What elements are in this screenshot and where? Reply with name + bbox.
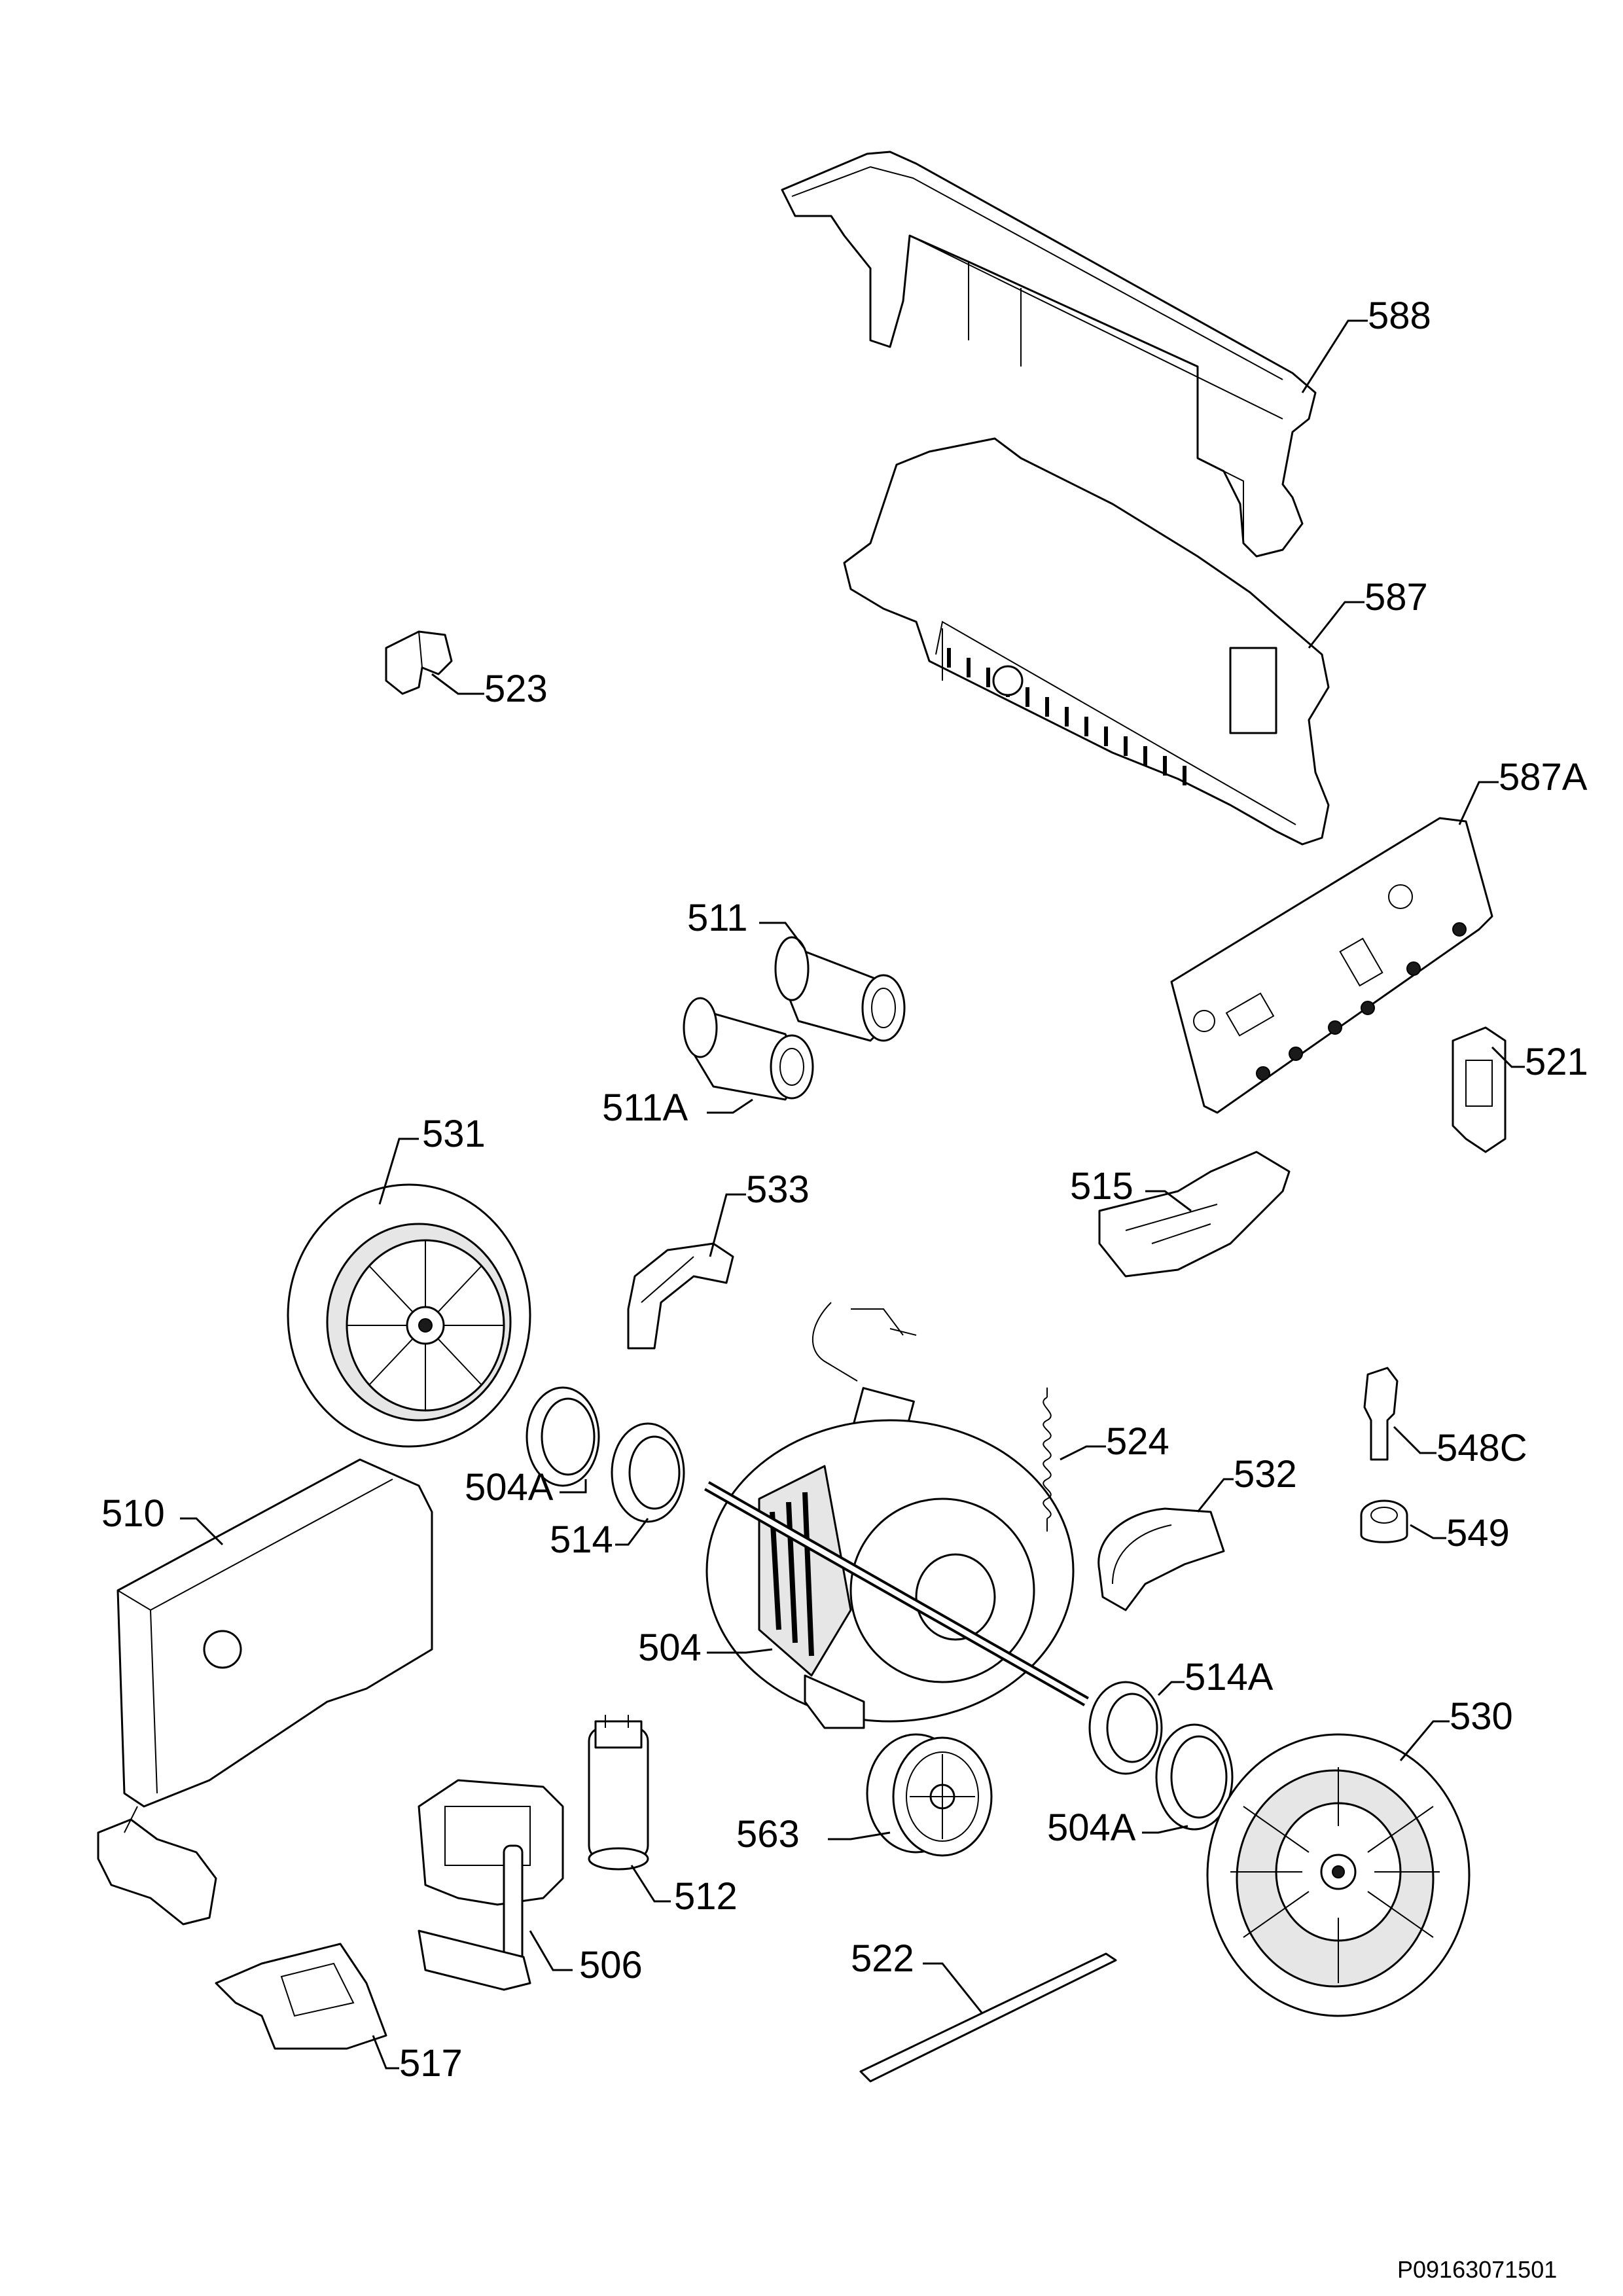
part-530-fan <box>1206 1733 1471 2017</box>
leader-521 <box>1491 1046 1525 1068</box>
part-531-fan <box>287 1183 531 1448</box>
label-531: 531 <box>422 1113 486 1155</box>
part-587-housing <box>843 437 1330 846</box>
leader-523 <box>431 673 484 695</box>
leader-548c <box>1393 1426 1436 1454</box>
leader-522 <box>923 1962 983 2013</box>
part-514a-bearing <box>1088 1681 1163 1775</box>
part-532-shield <box>1097 1507 1225 1611</box>
label-523: 523 <box>484 668 548 710</box>
leader-530 <box>1399 1720 1450 1761</box>
part-506-pump <box>418 1779 564 1991</box>
leader-504a-bottom <box>1142 1825 1188 1834</box>
leader-532 <box>1196 1478 1234 1513</box>
leader-504 <box>707 1648 773 1654</box>
part-510-housing <box>97 1458 433 1926</box>
part-512-capacitor <box>588 1715 649 1871</box>
label-563: 563 <box>736 1813 800 1856</box>
part-517-bracket <box>215 1943 387 2050</box>
leader-515 <box>1145 1190 1192 1212</box>
leader-517 <box>372 2035 399 2070</box>
label-533: 533 <box>746 1168 810 1211</box>
part-514-bearing <box>611 1422 685 1523</box>
label-506: 506 <box>579 1944 643 1986</box>
label-512: 512 <box>674 1875 738 1918</box>
leader-587 <box>1308 601 1364 649</box>
part-521-switch <box>1452 1026 1507 1153</box>
part-504-motor <box>704 1302 1089 1729</box>
part-523-clip <box>385 630 453 695</box>
leader-531 <box>378 1138 419 1205</box>
drawing-number: P09163071501 <box>1397 2256 1557 2283</box>
leader-524 <box>1060 1445 1106 1461</box>
label-587: 587 <box>1364 576 1428 619</box>
part-511-capacitor <box>774 936 906 1042</box>
leader-511 <box>759 922 806 950</box>
label-522: 522 <box>851 1937 914 1980</box>
part-587a-pcb <box>1170 817 1493 1114</box>
leader-533 <box>709 1193 746 1257</box>
label-588: 588 <box>1368 295 1431 337</box>
label-511: 511 <box>687 897 747 939</box>
label-532: 532 <box>1234 1453 1297 1496</box>
label-587a: 587A <box>1499 756 1588 798</box>
part-522-strip <box>859 1952 1117 2083</box>
leader-504a-top <box>560 1479 587 1494</box>
part-515-bracket <box>1098 1151 1291 1278</box>
leader-563 <box>828 1831 891 1840</box>
label-511a: 511A <box>602 1086 688 1129</box>
label-515: 515 <box>1070 1165 1133 1208</box>
leader-510 <box>180 1517 224 1546</box>
part-549-seal <box>1360 1499 1408 1543</box>
leader-506 <box>529 1930 573 1971</box>
leader-511a <box>707 1098 753 1114</box>
label-548c: 548C <box>1436 1427 1527 1469</box>
part-563-pulley <box>866 1733 993 1857</box>
part-511a-capacitor <box>683 997 814 1101</box>
label-549: 549 <box>1446 1512 1510 1554</box>
label-504a-top: 504A <box>465 1466 554 1509</box>
label-504a-bottom: 504A <box>1047 1806 1136 1849</box>
label-514a: 514A <box>1185 1656 1274 1698</box>
part-588-cover <box>781 151 1317 558</box>
label-530: 530 <box>1450 1695 1513 1738</box>
label-514: 514 <box>550 1518 613 1561</box>
part-533-bracket <box>627 1242 734 1350</box>
leader-514 <box>615 1518 649 1546</box>
leader-512 <box>630 1865 671 1903</box>
leader-514a <box>1157 1681 1185 1696</box>
leader-588 <box>1301 319 1368 393</box>
leader-549 <box>1410 1524 1446 1539</box>
label-510: 510 <box>101 1492 165 1535</box>
part-504a-ring-bottom <box>1155 1723 1234 1831</box>
label-524: 524 <box>1106 1420 1169 1463</box>
label-517: 517 <box>399 2042 463 2085</box>
label-521: 521 <box>1525 1041 1588 1083</box>
part-548c-sensor <box>1363 1367 1399 1461</box>
leader-587a <box>1458 781 1499 825</box>
part-504a-ring-top <box>526 1386 600 1487</box>
label-504: 504 <box>638 1626 702 1669</box>
part-524-spring <box>1043 1388 1052 1532</box>
